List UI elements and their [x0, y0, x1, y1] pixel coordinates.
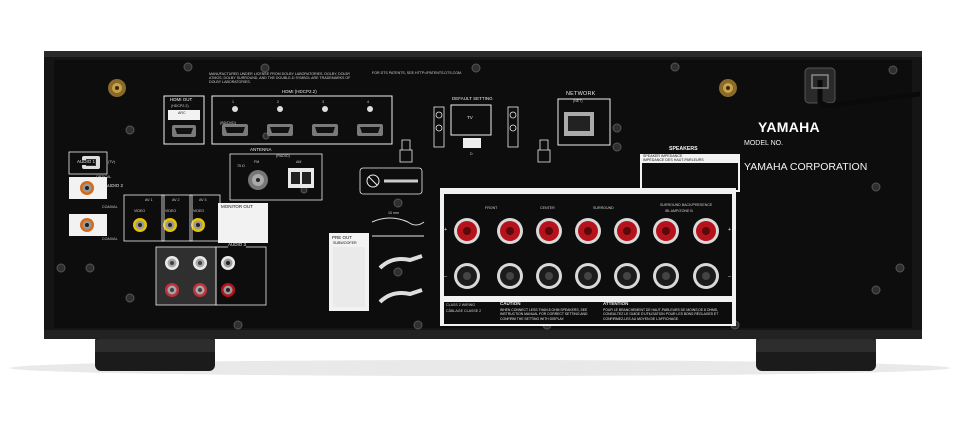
am-label: AM: [296, 160, 302, 164]
av3-label: AV 3: [199, 198, 207, 202]
audio1-label: AUDIO 1: [77, 159, 96, 165]
av2-audio-left-jack[interactable]: [165, 256, 179, 270]
hdmi-in-3-num: 3: [322, 100, 324, 104]
power-cord: [804, 67, 921, 109]
hdmi-in-label: HDMI (HDCP2.2): [280, 89, 319, 95]
coaxial-jack-2[interactable]: [80, 218, 94, 232]
zone-b-label: /BI-AMP/ZONE B: [665, 209, 693, 213]
plus-right: +: [728, 227, 732, 233]
yamaha-logo: YAMAHA: [758, 119, 820, 135]
arc-label: ARC: [178, 111, 186, 115]
av3-audio-left-jack[interactable]: [193, 256, 207, 270]
front-label: FRONT: [485, 206, 498, 210]
attention-title: ATTENTION: [603, 301, 629, 306]
speaker-terminal[interactable]: [614, 218, 640, 289]
av3-video-jack[interactable]: [191, 218, 205, 232]
antenna-sub: (RADIO): [276, 154, 290, 158]
am-antenna-terminal[interactable]: [288, 168, 314, 188]
fm-antenna-jack[interactable]: [248, 170, 268, 190]
preout-sub: SUBWOOFER: [333, 241, 357, 245]
hdmi-in-1-port[interactable]: [222, 106, 248, 136]
audio1-sub: (TV): [108, 160, 115, 164]
speaker-terminal[interactable]: [653, 218, 679, 289]
optical-label: OPTICAL: [96, 175, 112, 179]
center-label: CENTER: [540, 206, 555, 210]
speaker-impedance-fr: IMPÉDANCE DES HAUT-PARLEURS: [643, 158, 704, 162]
fm-label: FM: [254, 160, 260, 164]
video-label-2: VIDEO: [165, 209, 177, 213]
class2-wiring-fr: CÂBLAGE CLASSE 2: [446, 309, 482, 313]
speaker-terminal[interactable]: [575, 218, 601, 289]
surround-label: SURROUND: [593, 206, 614, 210]
model-no-label: MODEL NO.: [744, 140, 784, 147]
plus-left: +: [444, 227, 448, 233]
hdmi-in-1-sub: (BD/DVD): [220, 121, 236, 125]
hdmi-out-port[interactable]: [172, 125, 196, 137]
av2-video-jack[interactable]: [163, 218, 177, 232]
speakers-label: SPEAKERS: [669, 146, 698, 152]
coaxial-jack-1[interactable]: [80, 181, 94, 195]
wiring-length: 10 mm: [388, 211, 399, 215]
av3-audio-right-jack[interactable]: [193, 283, 207, 297]
default-setting-label: DEFAULT SETTING: [452, 96, 493, 101]
speaker-terminal[interactable]: [497, 218, 523, 289]
audio3-label: AUDIO 3: [228, 242, 247, 248]
av2-audio-right-jack[interactable]: [165, 283, 179, 297]
minus-right: –: [728, 274, 732, 280]
attention-text: POUR LE BRANCHEMENT DE HAUT-PARLEURS DE …: [603, 308, 719, 321]
wireless-antenna-left[interactable]: [108, 79, 126, 97]
coaxial-label-2: COAXIAL: [102, 237, 118, 241]
video-label-1: VIDEO: [134, 209, 146, 213]
av1-label: AV 1: [145, 198, 153, 202]
default-setting-tv: TV: [467, 115, 473, 120]
audio2-label: AUDIO 2: [105, 183, 124, 188]
caution-title: CAUTION: [500, 301, 521, 306]
video-label-3: VIDEO: [193, 209, 205, 213]
surround-back-label: SURROUND BACK/PRESENCE: [660, 203, 713, 207]
caution-text: WHEN CONNECT LESS THAN 8 OHM SPEAKERS, S…: [500, 308, 588, 321]
speaker-terminal[interactable]: [693, 218, 719, 289]
audio3-right-jack[interactable]: [221, 283, 235, 297]
hdmi-in-4-num: 4: [367, 100, 369, 104]
antenna-label: ANTENNA: [250, 147, 272, 152]
dts-notice: FOR DTS PATENTS, SEE HTTP://PATENTS.DTS.…: [372, 71, 462, 75]
hdmi-out-sub: (HDCP2.2): [171, 104, 189, 108]
hdmi-in-4-port[interactable]: [357, 106, 383, 136]
hdmi-in-2-num: 2: [277, 100, 279, 104]
network-label: NETWORK: [566, 91, 596, 97]
coaxial-label-1: COAXIAL: [102, 205, 118, 209]
audio3-left-jack[interactable]: [221, 256, 235, 270]
hdmi-in-3-port[interactable]: [312, 106, 338, 136]
ohm-label: 75 Ω: [237, 164, 245, 168]
ethernet-port[interactable]: [564, 112, 594, 136]
default-setting-d: D: [470, 152, 473, 156]
speaker-icons: [399, 106, 551, 163]
speaker-terminal[interactable]: [536, 218, 562, 289]
yamaha-corporation: YAMAHA CORPORATION: [744, 161, 868, 173]
class2-wiring: CLASS 2 WIRING: [446, 303, 476, 307]
av2-label: AV 2: [172, 198, 180, 202]
preout-label: PRE OUT: [332, 235, 353, 240]
minus-left: –: [444, 274, 448, 280]
wiring-diagram: [359, 167, 425, 304]
speaker-terminal[interactable]: [454, 218, 480, 289]
speaker-impedance: SPEAKER IMPEDANCE: [643, 154, 683, 158]
hdmi-out-label: HDMI OUT: [170, 97, 193, 102]
wireless-antenna-right[interactable]: [719, 79, 737, 97]
av1-video-jack[interactable]: [133, 218, 147, 232]
hdmi-in-1-num: 1: [232, 100, 234, 104]
monitor-out-label: MONITOR OUT: [221, 204, 253, 209]
hdmi-in-2-port[interactable]: [267, 106, 293, 136]
network-sub: (NET): [573, 99, 583, 103]
dolby-notice: MANUFACTURED UNDER LICENSE FROM DOLBY LA…: [209, 72, 351, 85]
